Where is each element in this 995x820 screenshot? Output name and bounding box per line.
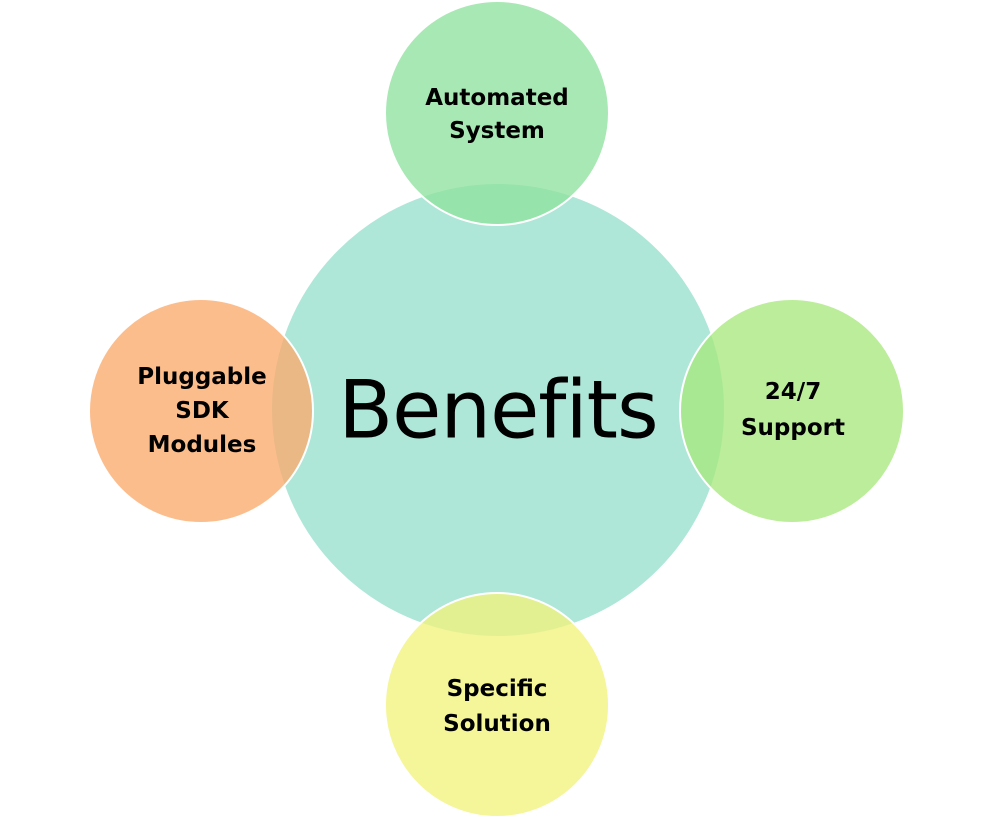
top-circle (384, 0, 610, 226)
center-label: Benefits (338, 363, 658, 457)
left-node-label: Pluggable SDK Modules (137, 364, 267, 458)
bottom-circle (384, 592, 610, 818)
center-circle (270, 182, 726, 638)
left-circle (88, 298, 314, 524)
top-node-label: Automated System (425, 85, 569, 144)
right-circle (679, 298, 905, 524)
right-node-label: 24/7 Support (740, 379, 846, 441)
bottom-node-label: Specific Solution (443, 676, 551, 737)
